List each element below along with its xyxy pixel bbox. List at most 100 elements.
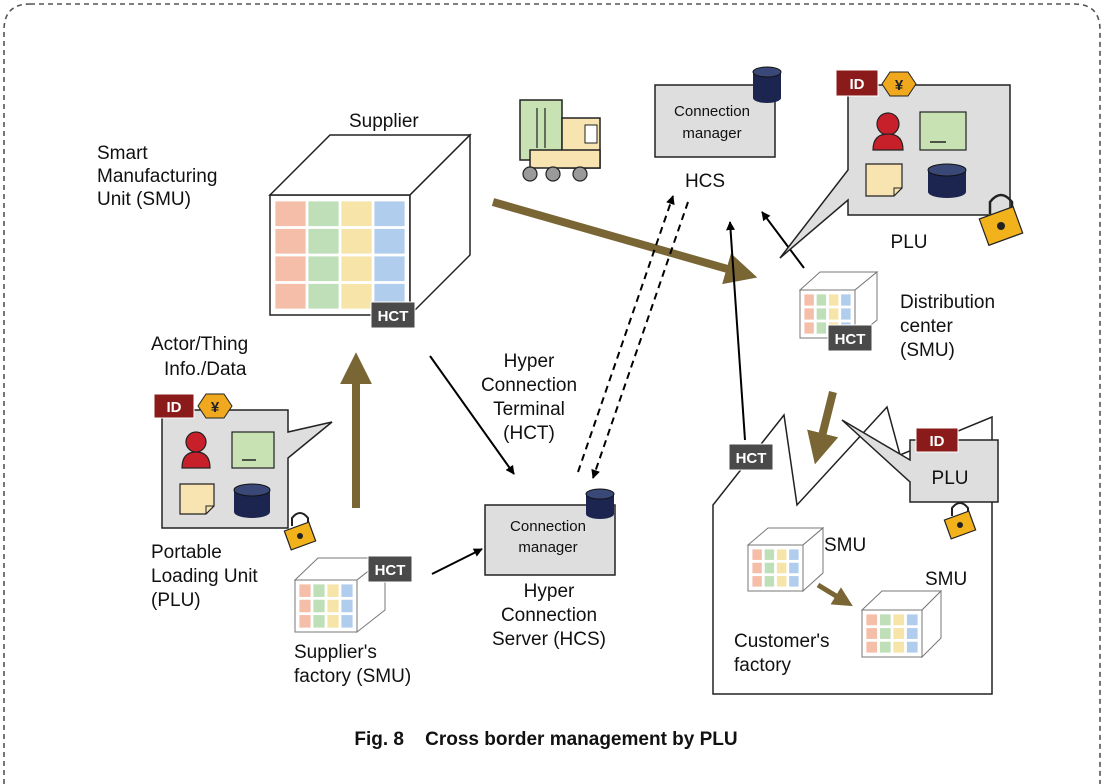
storage-block	[298, 598, 312, 614]
storage-block	[340, 614, 354, 629]
customer-plu-panel: PLU	[841, 419, 999, 503]
storage-block	[892, 613, 905, 627]
person-icon	[181, 431, 211, 469]
customer-plu-id-badge: ID	[915, 427, 959, 453]
hct-label-2: Connection	[481, 375, 577, 396]
hcs-top-database-icon	[752, 66, 782, 103]
hcs-bottom-database-icon	[585, 488, 615, 519]
storage-block	[776, 548, 788, 561]
customer-smu-1	[746, 526, 825, 593]
distribution-label-2: center	[900, 316, 953, 337]
svg-text:manager: manager	[518, 539, 577, 556]
storage-block	[865, 613, 878, 627]
storage-block	[307, 255, 340, 282]
actor-thing-label: Actor/Thing	[151, 334, 248, 355]
storage-block	[312, 583, 326, 598]
storage-block	[340, 583, 354, 598]
storage-block	[307, 228, 340, 255]
storage-block	[763, 575, 775, 588]
svg-text:manager: manager	[682, 125, 741, 142]
database-icon	[233, 483, 271, 518]
smu-label-3: Unit (SMU)	[97, 189, 191, 210]
svg-text:Connection: Connection	[510, 518, 586, 535]
storage-block	[326, 583, 340, 598]
customer-smu-2	[860, 589, 943, 659]
plu-left-yen-badge: ¥	[197, 393, 233, 419]
plu-left-label-3: (PLU)	[151, 590, 201, 611]
storage-block	[763, 548, 775, 561]
flow-arrow-to-customer	[807, 391, 839, 465]
storage-block	[815, 293, 827, 307]
customer-smu-1-label: SMU	[824, 535, 866, 556]
storage-block	[340, 598, 354, 614]
storage-block	[373, 228, 406, 255]
arrow-customer-to-hcs	[726, 221, 746, 441]
lock-icon	[283, 512, 317, 551]
distribution-label-1: Distribution	[900, 292, 995, 313]
storage-block	[274, 283, 307, 310]
customer-smu-2-label: SMU	[925, 569, 967, 590]
storage-block	[906, 613, 919, 627]
customer-label-2: factory	[734, 655, 792, 676]
smu-label-2: Manufacturing	[97, 166, 217, 187]
storage-block	[892, 640, 905, 654]
storage-block	[840, 293, 852, 307]
plu-left-label-2: Loading Unit	[151, 566, 258, 587]
customer-internal-flow-arrow	[816, 582, 853, 607]
storage-block	[274, 228, 307, 255]
svg-text:ID: ID	[930, 433, 945, 450]
storage-block	[815, 307, 827, 321]
storage-block	[776, 561, 788, 575]
storage-block	[776, 575, 788, 588]
storage-block	[803, 307, 815, 321]
storage-block	[373, 255, 406, 282]
storage-block	[326, 598, 340, 614]
storage-block	[274, 255, 307, 282]
hcs-top-label: HCS	[685, 171, 725, 192]
storage-block	[298, 614, 312, 629]
info-data-label: Info./Data	[164, 359, 247, 380]
hcs-bottom-label-3: Server (HCS)	[492, 629, 606, 650]
storage-block	[340, 228, 373, 255]
svg-text:HCT: HCT	[375, 562, 406, 579]
truck-icon	[519, 99, 601, 182]
plu-right-yen-badge: ¥	[881, 71, 917, 97]
storage-block	[312, 614, 326, 629]
storage-block	[828, 307, 840, 321]
storage-block	[326, 614, 340, 629]
outer-border	[3, 3, 1101, 784]
storage-block	[274, 200, 307, 227]
suppliers-factory-label-2: factory (SMU)	[294, 666, 411, 687]
svg-text:PLU: PLU	[932, 468, 969, 489]
hcs-bottom-label-1: Hyper	[524, 581, 575, 602]
storage-block	[879, 640, 892, 654]
storage-block	[906, 640, 919, 654]
svg-text:ID: ID	[167, 399, 182, 416]
storage-block	[906, 627, 919, 640]
svg-text:HCT: HCT	[378, 308, 409, 325]
suppliers-factory-label-1: Supplier's	[294, 642, 377, 663]
storage-block	[340, 200, 373, 227]
storage-block	[788, 561, 800, 575]
distribution-label-3: (SMU)	[900, 340, 955, 361]
storage-block	[340, 255, 373, 282]
arrow-supplier-to-hcs	[429, 355, 515, 475]
storage-block	[307, 200, 340, 227]
storage-block	[751, 561, 763, 575]
svg-text:¥: ¥	[895, 77, 904, 94]
storage-block	[879, 627, 892, 640]
storage-block	[751, 548, 763, 561]
storage-block	[298, 583, 312, 598]
customer-lock-icon	[943, 502, 977, 540]
svg-text:ID: ID	[850, 76, 865, 93]
storage-block	[879, 613, 892, 627]
plu-right-person-icon	[872, 112, 904, 151]
storage-block	[840, 307, 852, 321]
storage-block	[307, 283, 340, 310]
supplier-title: Supplier	[349, 111, 419, 132]
suppliers-factory-hct-badge: HCT	[367, 555, 413, 583]
smu-label-1: Smart	[97, 143, 148, 164]
supplier-hct-badge: HCT	[370, 301, 416, 329]
plu-left-id-badge: ID	[153, 393, 195, 419]
